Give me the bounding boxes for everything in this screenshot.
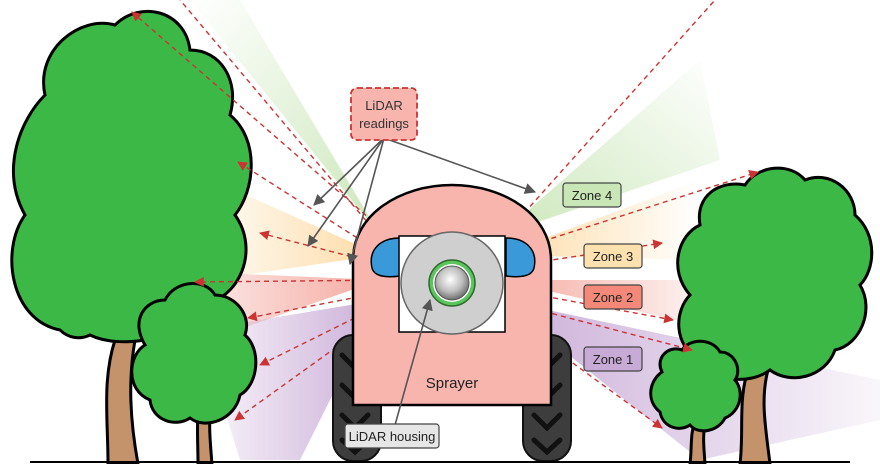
housing-pointer: [394, 298, 433, 426]
lidar-lens: [434, 265, 470, 301]
zone4-label: Zone 4: [572, 188, 612, 203]
zone4-fan-left: [190, 0, 380, 235]
tree-foliage: [676, 166, 874, 381]
zone4-label-box: Zone 4: [562, 182, 622, 208]
tree-foliage: [130, 282, 258, 425]
lidar-ray: [247, 289, 396, 322]
lidar-ray: [194, 277, 396, 287]
side-guard-right: [505, 237, 536, 278]
lidar-housing-label: LiDAR housing: [349, 429, 436, 444]
zone3-label: Zone 3: [593, 249, 633, 264]
lidar-ray: [499, 299, 693, 353]
lidar-ray: [234, 304, 396, 421]
sprayer-label: Sprayer: [426, 375, 479, 392]
lidar-readings-label-line2: readings: [359, 116, 409, 131]
tree-trunk: [738, 368, 772, 464]
zone4-fan-right: [500, 60, 720, 235]
lidar-readings-callout: LiDAR readings: [350, 87, 418, 141]
zone1-label: Zone 1: [593, 352, 633, 367]
sprayer-vehicle: Sprayer: [332, 183, 572, 462]
zone1-label-box: Zone 1: [583, 346, 643, 372]
lidar-ray: [179, 0, 396, 256]
zone2-label: Zone 2: [593, 290, 633, 305]
tree-left-small: [130, 282, 258, 464]
tree-right-large: [676, 166, 874, 464]
tree-foliage: [10, 9, 253, 344]
zone2-label-box: Zone 2: [583, 284, 643, 310]
zone3-fan-right: [500, 180, 700, 260]
zone3-label-box: Zone 3: [583, 243, 643, 269]
lidar-housing-callout: LiDAR housing: [344, 423, 440, 449]
tree-right-small: [649, 339, 742, 464]
lidar-readings-label-line1: LiDAR: [365, 98, 403, 113]
readings-pointers: [307, 137, 537, 266]
lidar-ray: [499, 309, 663, 429]
lidar-ray: [259, 297, 396, 366]
tree-foliage: [649, 339, 742, 433]
